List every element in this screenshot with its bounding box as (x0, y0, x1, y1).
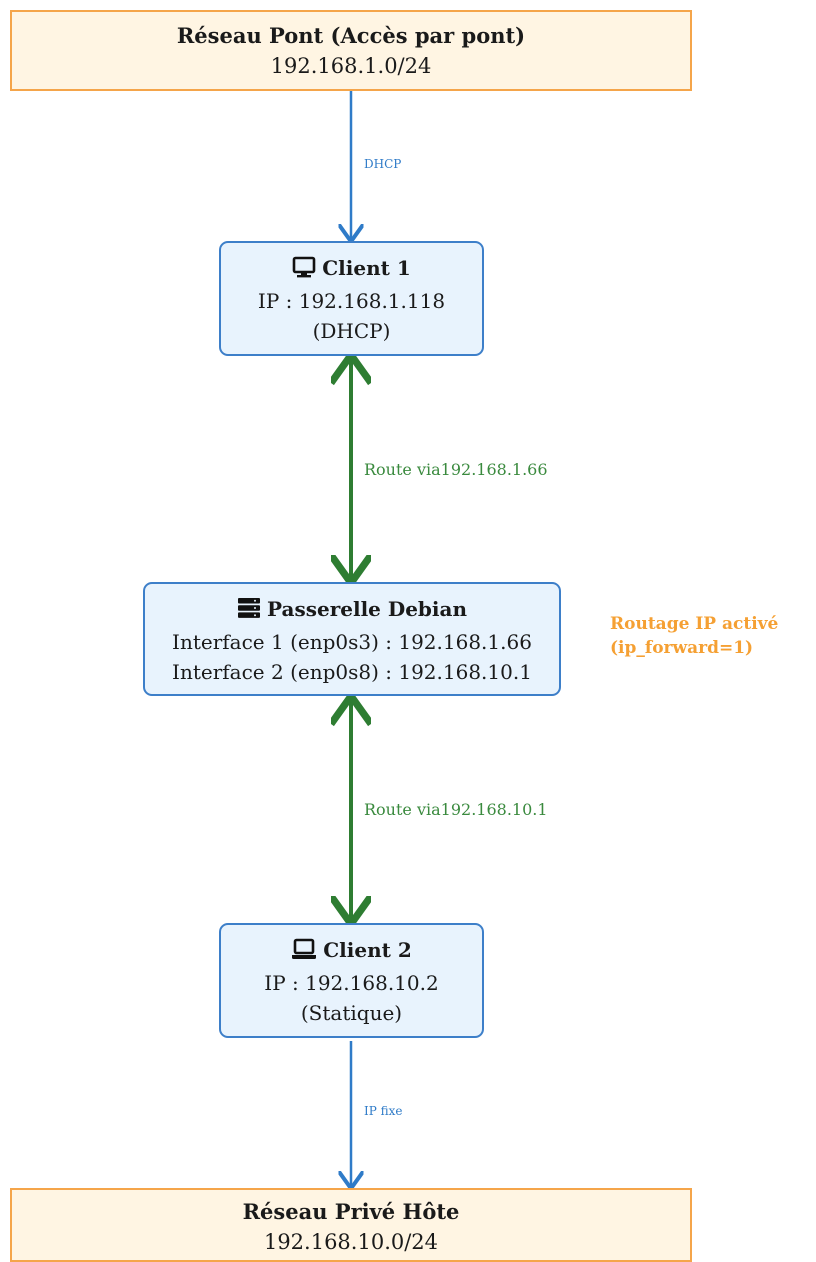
gateway-interface2: Interface 2 (enp0s8) : 192.168.10.1 (172, 660, 532, 684)
server-icon (237, 597, 261, 627)
client1-mode: (DHCP) (312, 319, 391, 343)
gateway-interface1: Interface 1 (enp0s3) : 192.168.1.66 (172, 630, 532, 654)
client1-title: Client 1 (322, 256, 411, 280)
routing-note: Routage IP activé (ip_forward=1) (610, 612, 778, 660)
routing-note-line2: (ip_forward=1) (610, 638, 754, 658)
dhcp-label: DHCP (364, 157, 402, 171)
route1-label: Route via192.168.1.66 (364, 460, 548, 479)
ip-fixe-label: IP fixe (364, 1104, 403, 1118)
client2-title: Client 2 (323, 938, 412, 962)
monitor-icon (292, 256, 316, 286)
private-network-subnet: 192.168.10.0/24 (263, 1230, 439, 1254)
private-network-title: Réseau Privé Hôte (242, 1199, 460, 1224)
laptop-icon (291, 938, 317, 968)
gateway-title: Passerelle Debian (267, 597, 467, 621)
gateway-node: Passerelle Debian Interface 1 (enp0s3) :… (143, 582, 561, 696)
route2-label: Route via192.168.10.1 (364, 800, 548, 819)
client1-node: Client 1 IP : 192.168.1.118 (DHCP) (219, 241, 484, 356)
private-network-box: Réseau Privé Hôte 192.168.10.0/24 (10, 1188, 692, 1262)
client2-ip: IP : 192.168.10.2 (264, 971, 439, 995)
client2-node: Client 2 IP : 192.168.10.2 (Statique) (219, 923, 484, 1038)
routing-note-line1: Routage IP activé (610, 614, 779, 634)
client1-ip: IP : 192.168.1.118 (257, 289, 446, 313)
bridge-network-title: Réseau Pont (Accès par pont) (176, 23, 526, 48)
client2-mode: (Statique) (300, 1001, 403, 1025)
bridge-network-box: Réseau Pont (Accès par pont) 192.168.1.0… (10, 10, 692, 91)
bridge-network-subnet: 192.168.1.0/24 (270, 54, 432, 78)
